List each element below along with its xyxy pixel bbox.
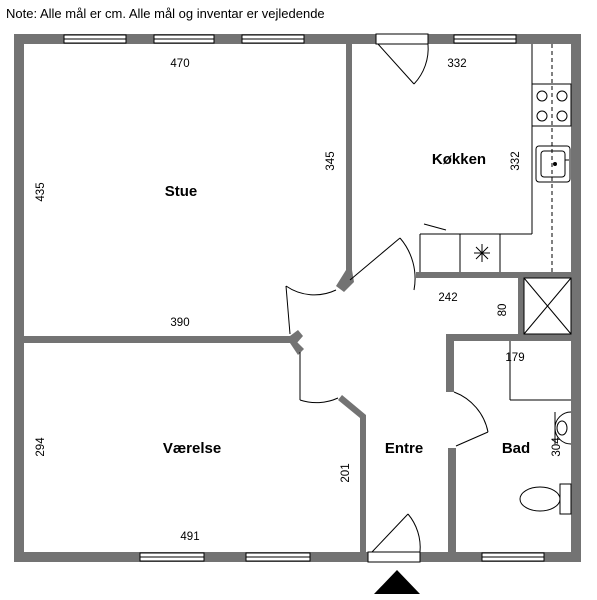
stove-icon xyxy=(531,83,572,127)
room-label-vaerelse: Værelse xyxy=(163,440,221,457)
window-vaerelse-2 xyxy=(245,552,311,562)
dim-bad-depth: 304 xyxy=(551,437,563,457)
dimension-labels: 470 435 345 390 332 332 242 80 179 304 2… xyxy=(35,58,563,543)
door-bad xyxy=(453,391,489,447)
room-labels: Stue Køkken Værelse Entre Bad xyxy=(163,151,530,457)
window-stue-3 xyxy=(241,34,305,44)
bathroom-sink-icon xyxy=(554,411,572,445)
dim-entre-length: 201 xyxy=(340,463,352,482)
dim-stue-depth: 435 xyxy=(35,182,47,201)
door-main-entrance xyxy=(367,513,421,563)
dim-vaerelse-width: 491 xyxy=(180,531,199,543)
shower-area xyxy=(509,341,571,401)
dim-entre-width: 242 xyxy=(438,292,457,304)
entrance-arrow-icon xyxy=(374,570,420,594)
window-vaerelse-1 xyxy=(139,552,205,562)
dim-entre-depth: 80 xyxy=(497,304,509,317)
room-label-bad: Bad xyxy=(502,440,530,457)
door-entre-stue xyxy=(285,285,337,335)
outer-wall-left xyxy=(14,34,24,562)
dim-kokken-width: 332 xyxy=(447,58,466,70)
room-label-entre: Entre xyxy=(385,440,423,457)
wall-stue-kokken xyxy=(346,44,352,272)
wall-vaerelse-entre xyxy=(338,395,366,552)
walls xyxy=(14,34,581,562)
window-bad xyxy=(481,552,545,562)
shaft-icon xyxy=(523,277,572,335)
kitchen-sink-icon xyxy=(535,145,571,183)
door-stue-entre xyxy=(349,237,416,291)
wall-kokken-bottom xyxy=(416,272,576,278)
room-label-kokken: Køkken xyxy=(432,151,486,168)
fridge-icon xyxy=(474,244,490,262)
wall-stue-corner xyxy=(336,270,354,292)
door-vaerelse xyxy=(299,352,339,404)
dim-stue-width: 470 xyxy=(170,58,189,70)
window-stue-1 xyxy=(63,34,127,44)
wall-mid-corner-a xyxy=(290,330,303,344)
room-label-stue: Stue xyxy=(165,183,198,200)
windows xyxy=(63,34,545,562)
wall-stue-vaerelse xyxy=(24,336,294,343)
wall-bad-left-upper xyxy=(446,334,454,392)
wall-bad-top xyxy=(446,334,576,341)
wall-shaft xyxy=(518,278,524,340)
wall-mid-corner-b xyxy=(290,342,304,355)
dim-stue-bottom: 390 xyxy=(170,317,189,329)
dim-vaerelse-depth: 294 xyxy=(35,437,47,457)
bath-fixtures xyxy=(509,277,572,515)
window-kokken xyxy=(453,34,517,44)
wall-bad-left-lower xyxy=(448,448,456,552)
dim-kokken-depth: 332 xyxy=(510,151,522,170)
kitchen-fixtures xyxy=(419,44,572,272)
doors xyxy=(285,33,489,563)
outer-wall-right xyxy=(571,34,581,562)
dim-bad-width: 179 xyxy=(505,352,524,364)
disclaimer-note: Note: Alle mål er cm. Alle mål og invent… xyxy=(6,6,325,21)
window-stue-2 xyxy=(153,34,215,44)
dim-stue-inner-height: 345 xyxy=(325,151,337,170)
door-kokken-balcony xyxy=(375,33,429,85)
toilet-icon xyxy=(519,483,572,515)
